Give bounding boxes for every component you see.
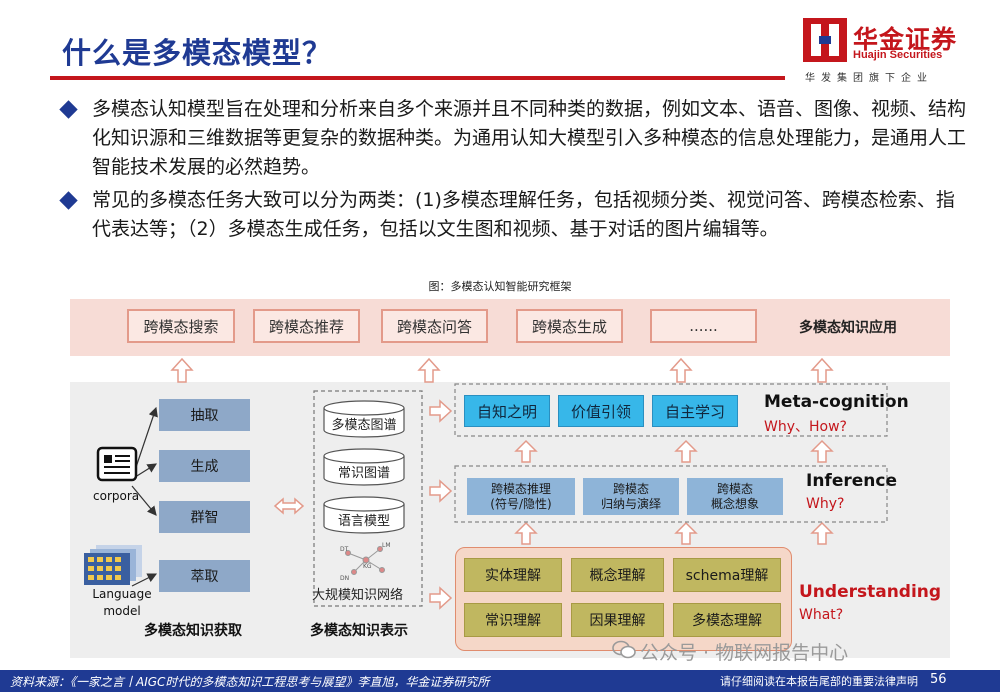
understanding-causal: 因果理解	[571, 603, 664, 637]
app-cross-modal-search: 跨模态搜索	[127, 309, 235, 343]
application-layer-label: 多模态知识应用	[799, 320, 897, 336]
language-model-label: Language model	[90, 586, 154, 620]
wechat-icon	[612, 640, 636, 659]
page-title: 什么是多模态模型？	[62, 36, 333, 70]
language-model-icon	[84, 545, 142, 585]
footer-disclaimer: 请仔细阅读在本报告尾部的重要法律声明	[720, 675, 918, 688]
corpora-label: corpora	[93, 489, 140, 503]
understanding-multimodal: 多模态理解	[673, 603, 781, 637]
app-cross-modal-qa: 跨模态问答	[381, 309, 488, 343]
acquisition-layer-label: 多模态知识获取	[144, 623, 242, 639]
document-icon	[96, 446, 138, 482]
understanding-schema: schema理解	[673, 558, 781, 592]
inference-line2: 归纳与演绎	[600, 496, 661, 511]
inference-title: Inference	[806, 471, 897, 491]
watermark: 公众号 · 物联网报告中心	[640, 642, 849, 664]
inference-line1: 跨模态推理	[490, 481, 551, 496]
meta-cognition-question: Why、How?	[764, 419, 847, 435]
meta-self-awareness: 自知之明	[464, 395, 550, 427]
logo-chinese-name: 华金证券	[853, 25, 958, 54]
meta-cognition-title: Meta-cognition	[764, 392, 909, 412]
page-number: 56	[930, 672, 947, 687]
diagram-connectors: DT LM KG DN	[131, 357, 888, 610]
understanding-concept: 概念理解	[571, 558, 664, 592]
understanding-question: What?	[799, 607, 844, 623]
footer-source: 资料来源：《一家之言丨AIGC时代的多模态知识工程思考与展望》李直旭，华金证券研…	[10, 675, 490, 689]
kg-node-label: DT	[340, 546, 349, 553]
app-cross-modal-recommend: 跨模态推荐	[253, 309, 360, 343]
app-more: ......	[650, 309, 757, 343]
understanding-title: Understanding	[799, 582, 942, 602]
bullet-item: 多模态认知模型旨在处理和分析来自多个来源并且不同种类的数据，例如文本、语音、图像…	[59, 95, 972, 182]
inference-cross-modal-reasoning: 跨模态推理 (符号/隐性)	[467, 478, 575, 515]
huajin-logo-icon	[803, 18, 847, 62]
db-language-model: 语言模型	[337, 514, 390, 529]
app-cross-modal-generation: 跨模态生成	[516, 309, 623, 343]
inference-line2: (符号/隐性)	[490, 496, 552, 511]
bullet-text: 多模态认知模型旨在处理和分析来自多个来源并且不同种类的数据，例如文本、语音、图像…	[92, 98, 967, 178]
inference-line1: 跨模态	[612, 481, 649, 496]
acquisition-extract: 抽取	[159, 399, 250, 431]
bullet-text: 常见的多模态任务大致可以分为两类：(1)多模态理解任务，包括视频分类、视觉问答、…	[92, 189, 955, 240]
kg-node-label: DN	[340, 575, 349, 582]
language-model-label-line2: model	[103, 604, 141, 618]
inference-concept-imagination: 跨模态 概念想象	[687, 478, 783, 515]
bullet-list: 多模态认知模型旨在处理和分析来自多个来源并且不同种类的数据，例如文本、语音、图像…	[59, 95, 972, 248]
knowledge-network-label: 大规模知识网络	[312, 588, 404, 603]
acquisition-crowd: 群智	[159, 501, 250, 533]
kg-node-label: KG	[363, 563, 372, 570]
logo-english-name: Huajin Securities	[853, 49, 943, 61]
meta-value-guidance: 价值引领	[558, 395, 644, 427]
inference-line1: 跨模态	[716, 481, 753, 496]
inference-line2: 概念想象	[710, 496, 759, 511]
understanding-commonsense: 常识理解	[464, 603, 562, 637]
logo-subtitle: 华发集团旗下企业	[805, 73, 933, 84]
meta-autonomous-learning: 自主学习	[652, 395, 738, 427]
company-logo: 华金证券 Huajin Securities 华发集团旗下企业	[803, 18, 983, 88]
title-divider	[50, 76, 785, 80]
figure-caption: 图：多模态认知智能研究框架	[428, 280, 572, 293]
acquisition-generate: 生成	[159, 450, 250, 482]
acquisition-distill: 萃取	[159, 560, 250, 592]
diamond-bullet-icon	[59, 191, 78, 210]
inference-question: Why?	[806, 496, 845, 512]
kg-node-label: LM	[382, 542, 391, 549]
inference-induction-deduction: 跨模态 归纳与演绎	[583, 478, 679, 515]
understanding-entity: 实体理解	[464, 558, 562, 592]
footer-bar: 资料来源：《一家之言丨AIGC时代的多模态知识工程思考与展望》李直旭，华金证券研…	[0, 670, 1000, 692]
framework-diagram: 跨模态搜索 跨模态推荐 跨模态问答 跨模态生成 ...... 多模态知识应用	[70, 296, 950, 658]
db-multimodal-graph: 多模态图谱	[331, 418, 397, 433]
diamond-bullet-icon	[59, 100, 78, 119]
representation-layer-label: 多模态知识表示	[310, 623, 408, 639]
db-commonsense-graph: 常识图谱	[337, 466, 390, 481]
language-model-label-line1: Language	[92, 587, 152, 601]
bullet-item: 常见的多模态任务大致可以分为两类：(1)多模态理解任务，包括视频分类、视觉问答、…	[59, 186, 972, 244]
